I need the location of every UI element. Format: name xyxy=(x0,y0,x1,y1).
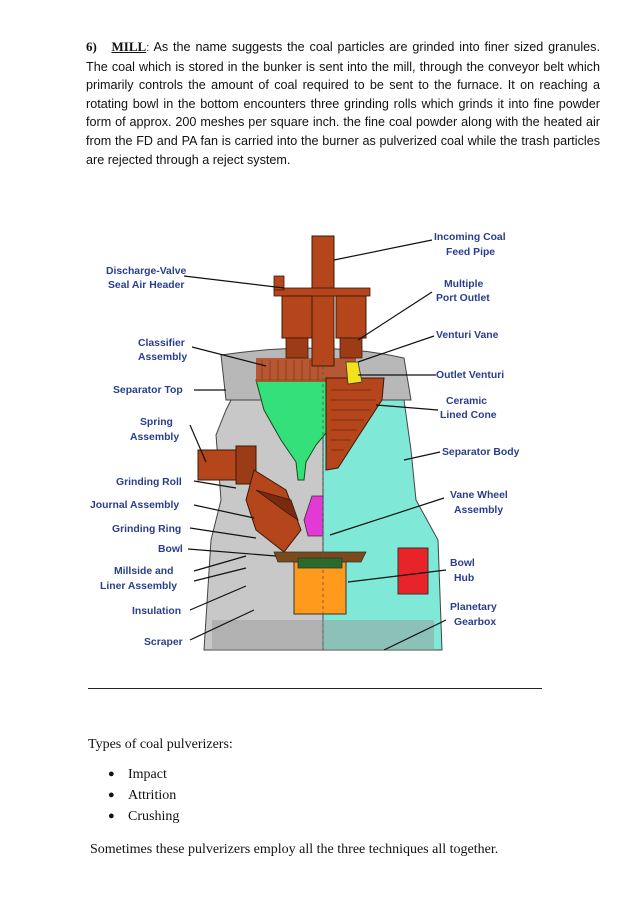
label-discharge-valve: Discharge-Valve xyxy=(106,266,187,277)
label-hub: Hub xyxy=(454,573,474,584)
label-ceramic: Ceramic xyxy=(446,396,487,407)
label-venturi-vane: Venturi Vane xyxy=(436,330,499,341)
section-number: 6) xyxy=(86,39,97,54)
journal-assembly xyxy=(255,489,299,521)
label-spring-assembly: Assembly xyxy=(130,432,179,443)
label-vane-wheel-assembly: Assembly xyxy=(454,505,503,516)
mill-paragraph: As the name suggests the coal particles … xyxy=(86,40,600,167)
spring-assembly xyxy=(197,449,241,481)
gearbox-top xyxy=(297,557,343,569)
outlet-venturi xyxy=(345,361,363,385)
bullet-icon: ● xyxy=(108,768,115,780)
label-classifier: Classifier xyxy=(138,338,185,349)
label-gearbox: Gearbox xyxy=(454,617,496,628)
label-classifier-assembly: Assembly xyxy=(138,352,187,363)
label-grinding-ring: Grinding Ring xyxy=(112,524,181,535)
types-list: ● Impact ● Attrition ● Crushing xyxy=(108,764,179,827)
label-incoming-coal: Incoming Coal xyxy=(434,232,506,243)
leader-lines xyxy=(183,239,447,651)
roll-magenta xyxy=(303,495,324,537)
coal-mill-diagram: Discharge-Valve Seal Air Header Classifi… xyxy=(90,232,520,651)
bowl xyxy=(273,551,367,563)
list-item: ● Impact xyxy=(108,764,179,785)
label-millside: Millside and xyxy=(114,566,173,577)
label-feed-pipe: Feed Pipe xyxy=(446,247,495,258)
term-colon: : xyxy=(146,42,150,54)
discharge-header xyxy=(273,287,371,297)
list-item: ● Attrition xyxy=(108,785,179,806)
label-outlet-venturi: Outlet Venturi xyxy=(436,370,504,381)
closing-sentence: Sometimes these pulverizers employ all t… xyxy=(90,842,499,857)
list-item-label: Impact xyxy=(128,767,167,782)
section-term: MILL xyxy=(111,39,147,54)
list-item-label: Attrition xyxy=(128,788,177,803)
label-spring: Spring xyxy=(140,417,173,428)
ceramic-cone xyxy=(325,377,385,471)
label-liner-assembly: Liner Assembly xyxy=(100,581,177,592)
label-scraper: Scraper xyxy=(144,637,183,648)
label-seal-air-header: Seal Air Header xyxy=(108,280,184,291)
label-port-outlet: Port Outlet xyxy=(436,293,490,304)
port-outlet-right xyxy=(335,295,367,339)
types-heading: Types of coal pulverizers: xyxy=(88,737,233,752)
label-separator-body: Separator Body xyxy=(442,447,520,458)
ceramic-hatch xyxy=(331,389,376,451)
discharge-valve xyxy=(273,275,285,291)
label-bowl: Bowl xyxy=(158,544,183,555)
label-insulation: Insulation xyxy=(132,606,181,617)
horizontal-rule xyxy=(88,688,542,689)
list-item-label: Crushing xyxy=(128,809,180,824)
label-separator-top: Separator Top xyxy=(113,385,183,396)
planetary-gearbox xyxy=(293,561,347,615)
coal-feed-pipe xyxy=(311,235,335,367)
label-journal-assembly: Journal Assembly xyxy=(90,500,179,511)
label-lined-cone: Lined Cone xyxy=(440,410,497,421)
port-outlet-left xyxy=(281,295,313,339)
bullet-icon: ● xyxy=(108,810,115,822)
label-grinding-roll: Grinding Roll xyxy=(116,477,182,488)
list-item: ● Crushing xyxy=(108,806,179,827)
label-vane-wheel: Vane Wheel xyxy=(450,490,508,501)
bullet-icon: ● xyxy=(108,789,115,801)
label-planetary: Planetary xyxy=(450,602,497,613)
label-multiple: Multiple xyxy=(444,279,483,290)
label-bowl-hub: Bowl xyxy=(450,558,475,569)
bowl-hub xyxy=(397,547,429,595)
mill-description: 6) MILL: As the name suggests the coal p… xyxy=(86,38,600,169)
